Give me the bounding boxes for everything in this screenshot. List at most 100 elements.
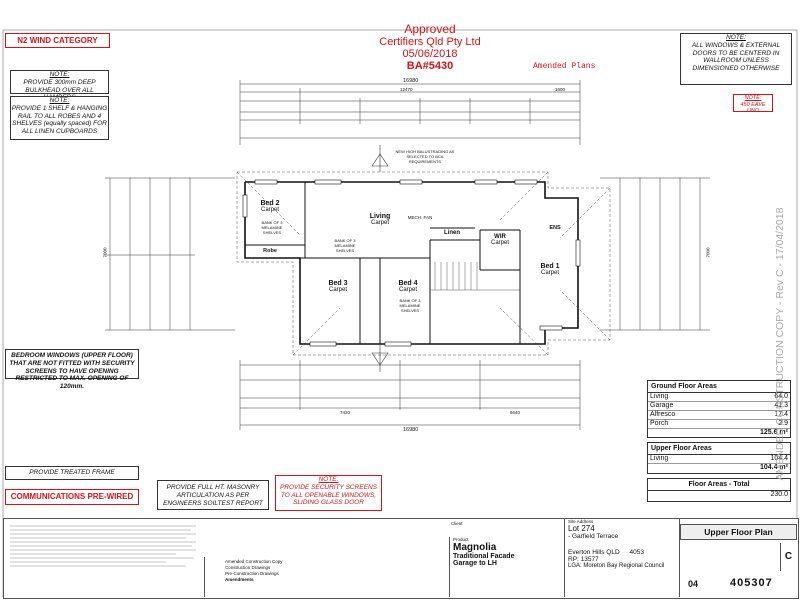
security-note: NOTE: PROVIDE SECURITY SCREENS TO ALL OP… xyxy=(275,475,382,511)
bottom-dimension-lines xyxy=(239,360,581,430)
dim-top-right: 1600 xyxy=(555,87,566,92)
product-name: Magnolia xyxy=(453,542,497,553)
sheet-title: Upper Floor Plan xyxy=(704,527,773,537)
legal-text-lines xyxy=(10,525,196,567)
stamp-certifier: Certifiers Qld Pty Ltd xyxy=(379,36,481,48)
balustrade-note: NEW HIGH BALUSTRADING AS SELECTED TO BCA… xyxy=(395,149,455,164)
site-lot: Lot 274 xyxy=(568,524,595,533)
total-areas-title: Floor Areas - Total xyxy=(648,479,790,491)
sheet-title-box: Upper Floor Plan xyxy=(680,524,797,540)
site-lga: LGA: Moreton Bay Regional Council xyxy=(568,563,665,569)
doors-note: NOTE: ALL WINDOWS & EXTERNAL DOORS TO BE… xyxy=(680,33,792,85)
rev-box: C xyxy=(780,543,796,571)
room-bed-2-name: Bed 2 xyxy=(260,200,280,207)
amendments-table: Amended Construction Copy Construction D… xyxy=(204,557,450,597)
dim-bottom-mid: 7420 xyxy=(340,410,351,415)
room-ens: ENS xyxy=(540,225,570,231)
site-block: Site Address Lot 274 - Garfield Terrace … xyxy=(564,519,680,597)
room-wir-name: WIR xyxy=(494,234,506,240)
eave-note-title: NOTE: xyxy=(744,95,762,101)
stair-treads xyxy=(430,262,520,291)
shelves-label-1: BANK OF 3 MELAMINE SHELVES xyxy=(261,220,283,235)
upper-row-living-label: Living xyxy=(650,455,669,462)
wind-category: N2 WIND CATEGORY xyxy=(17,36,98,45)
ground-row-garage-value: 41.3 xyxy=(774,402,788,409)
site-suburb: Everton Hills QLD xyxy=(568,549,620,556)
room-living-name: Living xyxy=(369,213,391,220)
title-block: Amended Construction Copy Construction D… xyxy=(3,518,799,599)
site-rp: RP: 13577 xyxy=(568,556,599,563)
ground-row-porch-label: Porch xyxy=(650,420,669,427)
security-title: NOTE: xyxy=(318,476,339,483)
side-watermark: AMENDED CONSTRUCTION COPY - Rev C - 17/0… xyxy=(774,207,786,481)
room-robe: Robe xyxy=(255,248,285,254)
bulkhead-note-title: NOTE: xyxy=(49,71,70,78)
room-living-floor: Carpet xyxy=(370,220,389,226)
upper-areas-title: Upper Floor Areas xyxy=(648,443,790,455)
room-bed-2-floor: Carpet xyxy=(260,207,279,213)
shelves-label-3: BANK OF 3 MELAMINE SHELVES xyxy=(399,298,421,313)
ground-row-alfresco: Alfresco 17.4 xyxy=(648,411,790,420)
doors-note-text: ALL WINDOWS & EXTERNAL DOORS TO BE CENTE… xyxy=(691,41,781,73)
section-markers xyxy=(371,145,389,372)
amend-row-3: Pre-Construction Drawings xyxy=(225,571,279,576)
stamp-date: 05/06/2018 xyxy=(402,48,458,60)
total-floor-areas: Floor Areas - Total 230.0 xyxy=(647,478,791,502)
ground-row-alfresco-value: 17.4 xyxy=(774,411,788,418)
comms-text: COMMUNICATIONS PRE-WIRED xyxy=(10,492,134,501)
shelf-note: NOTE: PROVIDE 1 SHELF & HANGING RAIL TO … xyxy=(10,96,109,140)
wind-category-box: N2 WIND CATEGORY xyxy=(5,33,110,48)
room-linen-name: Linen xyxy=(444,230,460,236)
eave-note-text: 450 EAVE UNO xyxy=(740,101,766,115)
ground-row-alfresco-label: Alfresco xyxy=(650,411,676,418)
stamp-ba: BA#5430 xyxy=(406,60,454,72)
ground-areas-title: Ground Floor Areas xyxy=(648,381,790,393)
inner-walls xyxy=(245,182,521,344)
site-postcode: 4053 xyxy=(629,549,644,556)
site-label: Site Address xyxy=(568,519,594,524)
rev-value: C xyxy=(784,551,793,562)
amend-row-2: Construction Drawings xyxy=(225,565,271,570)
dim-bottom-right: 6640 xyxy=(510,410,521,415)
shelf-note-text: PROVIDE 1 SHELF & HANGING RAIL TO ALL RO… xyxy=(11,104,108,136)
room-bed-1-floor: Carpet xyxy=(540,270,559,276)
bedroom-windows-text: BEDROOM WINDOWS (UPPER FLOOR) THAT ARE N… xyxy=(9,352,135,391)
site-street: - Garfield Terrace xyxy=(568,533,619,540)
dim-top-mid: 12470 xyxy=(400,87,413,92)
dim-left-total: 7000 xyxy=(102,247,108,258)
dim-right-total: 7000 xyxy=(705,247,711,258)
product-facade: Traditional Facade xyxy=(453,553,515,560)
treated-frame-text: PROVIDE TREATED FRAME xyxy=(29,469,115,476)
client-label: Client xyxy=(451,521,463,526)
roof-outline xyxy=(236,171,611,356)
room-linen: Linen xyxy=(432,230,472,236)
job-no: 405307 xyxy=(730,577,773,589)
ground-total-row: 125.6 m² xyxy=(648,429,790,437)
outer-walls xyxy=(244,181,579,345)
top-dimension-lines xyxy=(239,80,581,145)
room-bed-4-name: Bed 4 xyxy=(398,280,418,287)
sheet-info: Upper Floor Plan C 04 405307 xyxy=(679,519,799,597)
amended-plans: Amended Plans xyxy=(533,62,596,71)
legal-text xyxy=(6,521,201,571)
shelf-note-title: NOTE: xyxy=(49,97,70,104)
treated-frame-note: PROVIDE TREATED FRAME xyxy=(5,466,139,480)
ground-row-porch-value: 2.9 xyxy=(778,420,788,427)
ground-row-garage-label: Garage xyxy=(650,402,674,409)
comms-note: COMMUNICATIONS PRE-WIRED xyxy=(5,489,139,505)
total-areas-row: 230.0 xyxy=(648,491,790,499)
room-bed-1-name: Bed 1 xyxy=(540,263,560,270)
upper-total-row: 104.4 m² xyxy=(648,464,790,472)
left-dimension-lines xyxy=(105,177,235,331)
sheet-no: 04 xyxy=(688,579,699,589)
